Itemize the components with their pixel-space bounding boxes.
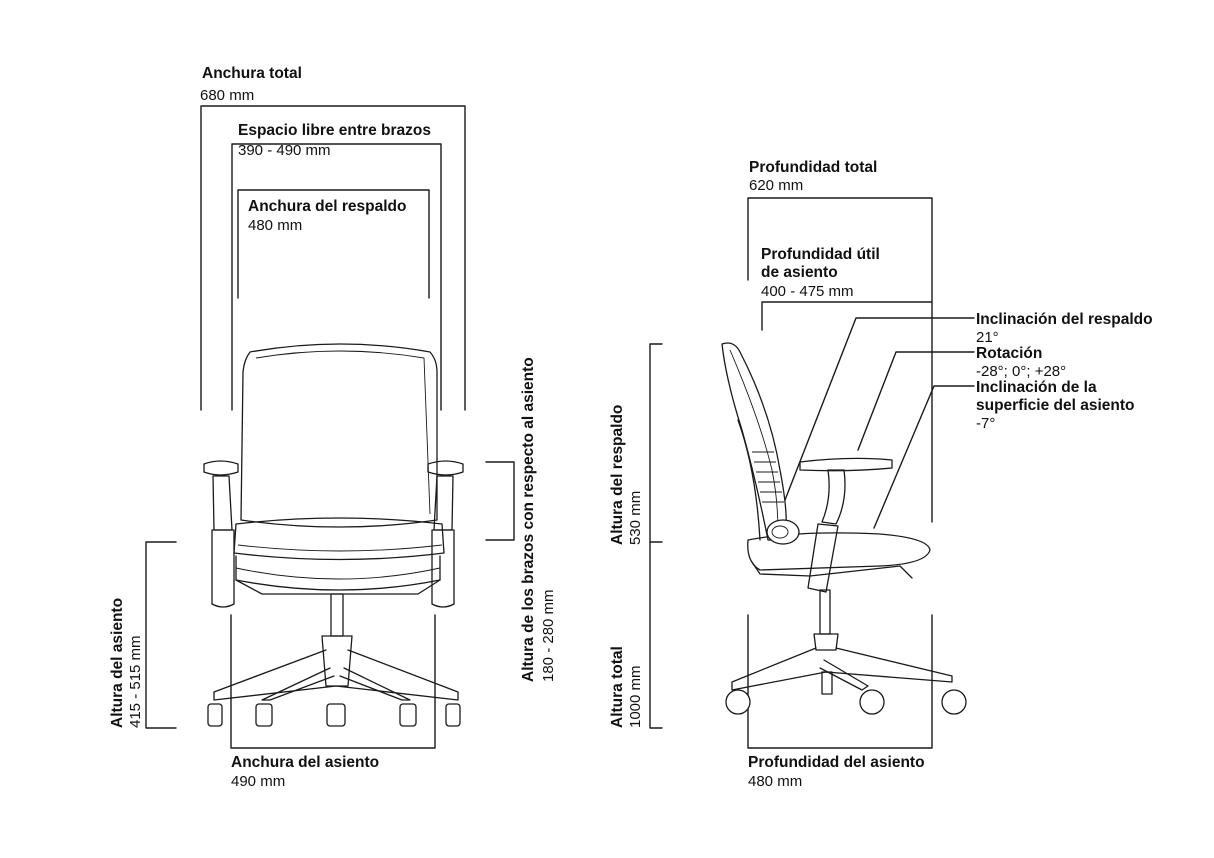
front-seat-cushion xyxy=(233,517,445,561)
seat-height-value: 415 - 515 mm xyxy=(127,635,144,728)
seat-height-label: Altura del asiento xyxy=(109,598,126,728)
seat-tilt-leader xyxy=(873,385,975,529)
backrest-width-value: 480 mm xyxy=(248,217,302,234)
seat-width-value: 490 mm xyxy=(231,773,285,790)
backrest-height-bracket xyxy=(649,343,663,543)
side-backrest-spine xyxy=(737,419,761,541)
side-dimension-lines xyxy=(649,197,975,749)
side-base-leg-middle xyxy=(819,659,869,691)
front-backrest-inner xyxy=(255,350,431,515)
backrest-width-label: Anchura del respaldo xyxy=(248,198,406,215)
side-seat-depth-value: 480 mm xyxy=(748,773,802,790)
backrest-height-value: 530 mm xyxy=(627,491,644,545)
side-armpad xyxy=(799,457,893,472)
overall-height-label: Altura total xyxy=(609,646,626,728)
side-gas-column xyxy=(819,589,831,635)
rotation-leader xyxy=(857,351,975,451)
side-arm-sleeve xyxy=(807,523,839,593)
front-backrest-outline xyxy=(240,343,438,528)
overall-height-value: 1000 mm xyxy=(627,665,644,728)
side-column-cover xyxy=(813,633,839,651)
side-column-bottom xyxy=(821,671,833,695)
backrest-tilt-value: 21° xyxy=(976,329,999,346)
overall-width-label: Anchura total xyxy=(202,65,302,82)
armrest-height-bracket xyxy=(485,461,515,541)
usable-seat-depth-bracket xyxy=(761,301,933,331)
backrest-width-bracket xyxy=(237,189,430,299)
seat-width-label: Anchura del asiento xyxy=(231,754,379,771)
seat-tilt-label-1: Inclinación de la xyxy=(976,379,1097,396)
front-seat-frame-shadow xyxy=(235,567,441,580)
front-seat-frame xyxy=(235,555,441,591)
front-right-armpad xyxy=(427,460,464,476)
armrest-clearance-label: Espacio libre entre brazos xyxy=(238,122,431,139)
side-casters xyxy=(725,689,967,715)
usable-seat-depth-label-1: Profundidad útil xyxy=(761,246,880,263)
front-base-leg-mid-left xyxy=(261,667,335,701)
usable-seat-depth-label-2: de asiento xyxy=(761,264,838,281)
front-seat-frame-lower xyxy=(235,579,441,595)
front-column-cover xyxy=(321,635,353,687)
front-left-arm-sleeve xyxy=(211,529,235,608)
seat-width-bracket xyxy=(230,614,436,749)
rotation-label: Rotación xyxy=(976,345,1042,362)
overall-width-value: 680 mm xyxy=(200,87,254,104)
front-left-arm-post xyxy=(212,475,233,531)
overall-width-bracket xyxy=(200,105,466,411)
backrest-height-label: Altura del respaldo xyxy=(609,405,626,545)
armrest-clearance-bracket xyxy=(231,143,442,411)
overall-depth-value: 620 mm xyxy=(749,177,803,194)
front-gas-column xyxy=(330,593,344,637)
rotation-value: -28°; 0°; +28° xyxy=(976,363,1066,380)
seat-tilt-label-2: superficie del asiento xyxy=(976,397,1135,414)
overall-height-bracket xyxy=(649,541,663,729)
armrest-clearance-value: 390 - 490 mm xyxy=(238,142,331,159)
front-casters xyxy=(207,703,461,727)
overall-depth-bracket xyxy=(747,197,933,523)
side-arm-post xyxy=(821,469,846,525)
side-backrest-outline xyxy=(721,342,787,541)
front-left-armpad xyxy=(203,460,239,476)
side-labels: Profundidad total 620 mm Profundidad úti… xyxy=(609,159,1153,790)
side-backrest-lumbar xyxy=(752,451,784,503)
side-tilt-knob-inner xyxy=(771,525,789,539)
chair-front-illustration xyxy=(203,343,464,727)
front-right-arm-sleeve xyxy=(431,529,455,608)
armrest-height-value: 180 - 280 mm xyxy=(540,589,557,682)
front-base-legs xyxy=(213,649,459,701)
seat-tilt-value: -7° xyxy=(976,415,995,432)
side-tilt-knob xyxy=(766,519,800,545)
side-base-legs xyxy=(731,647,953,691)
backrest-tilt-label: Inclinación del respaldo xyxy=(976,311,1153,328)
backrest-tilt-leader xyxy=(784,317,975,501)
side-backrest-inner xyxy=(729,349,779,533)
front-labels: Anchura total 680 mm Espacio libre entre… xyxy=(109,65,557,790)
front-base-leg-mid-right xyxy=(339,667,411,701)
seat-height-bracket xyxy=(145,541,177,729)
usable-seat-depth-value: 400 - 475 mm xyxy=(761,283,854,300)
overall-depth-label: Profundidad total xyxy=(749,159,877,176)
front-dimension-lines xyxy=(145,105,515,749)
side-seat-depth-bracket xyxy=(747,614,933,749)
armrest-height-label: Altura de los brazos con respecto al asi… xyxy=(520,357,537,682)
front-seat-cushion-edge xyxy=(237,544,443,552)
side-seat-depth-label: Profundidad del asiento xyxy=(748,754,925,771)
chair-side-illustration xyxy=(721,342,967,715)
